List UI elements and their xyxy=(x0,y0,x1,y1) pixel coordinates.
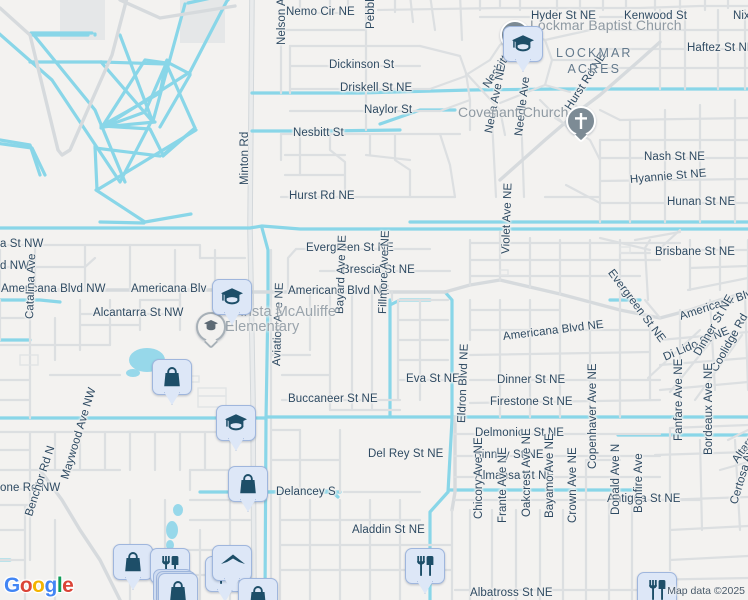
park-map-marker[interactable] xyxy=(212,545,252,591)
shopping-map-marker[interactable] xyxy=(152,359,192,405)
shopping-map-marker[interactable] xyxy=(153,569,198,600)
google-logo-letter: o xyxy=(32,574,45,597)
school-map-marker[interactable] xyxy=(503,26,543,72)
shopping-map-marker[interactable] xyxy=(113,544,153,590)
school-map-marker[interactable] xyxy=(216,405,256,451)
marker-tail xyxy=(164,392,180,405)
street-grid-center xyxy=(248,247,452,600)
google-logo-letter: e xyxy=(62,574,74,597)
restaurant-map-marker[interactable] xyxy=(637,572,677,600)
canal-north xyxy=(250,87,748,95)
marker-bubble xyxy=(637,572,677,600)
marker-bubble xyxy=(238,578,278,600)
building-footprints xyxy=(19,246,631,408)
street-grid-se xyxy=(418,415,748,600)
street-grid-ne xyxy=(279,0,748,224)
marker-tail xyxy=(515,59,531,72)
google-logo-letter: G xyxy=(4,574,20,597)
google-logo-letter: g xyxy=(44,574,58,597)
marker-tail xyxy=(224,312,240,325)
church-poi-pin[interactable] xyxy=(566,106,596,144)
shopping-map-marker[interactable] xyxy=(238,578,278,600)
pin-circle xyxy=(196,312,226,342)
marker-tail xyxy=(417,581,433,594)
canal-network-nw-2 xyxy=(0,58,198,225)
street-grid-nw xyxy=(0,243,252,600)
marker-tail xyxy=(240,499,256,512)
marker-tail xyxy=(125,577,141,590)
google-logo-letter: l xyxy=(56,574,63,597)
school-map-marker[interactable] xyxy=(212,279,252,325)
school-poi-pin[interactable] xyxy=(196,312,226,350)
marker-tail xyxy=(228,438,244,451)
marker-bubble xyxy=(405,548,445,584)
shopping-map-marker[interactable] xyxy=(228,466,268,512)
google-logo-letter: o xyxy=(19,574,33,597)
map-attribution: Map data ©2025 xyxy=(667,585,745,597)
canal-americana-n xyxy=(0,224,748,231)
marker-bubble xyxy=(228,466,268,502)
google-logo: Google xyxy=(4,574,74,598)
restaurant-map-marker[interactable] xyxy=(405,548,445,594)
